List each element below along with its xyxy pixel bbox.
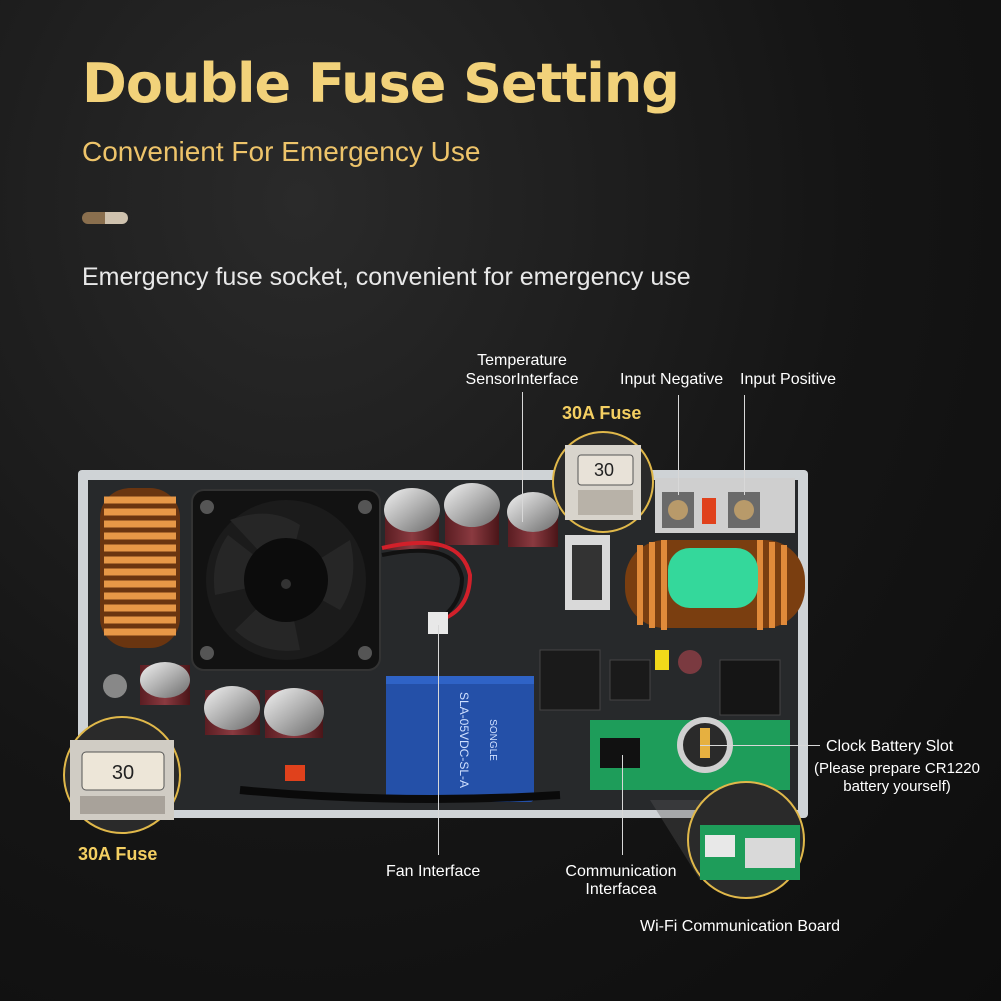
line-input-positive (744, 395, 745, 495)
label-temperature-line1: Temperature (477, 352, 567, 369)
label-fuse-left: 30A Fuse (78, 844, 158, 864)
fuse-inset-top: 30 (552, 431, 654, 533)
line-comm (622, 755, 623, 855)
page-description: Emergency fuse socket, convenient for em… (82, 263, 691, 291)
relay: SLA-05VDC-SL-A SONGLE (386, 676, 534, 802)
line-fan (438, 625, 439, 855)
svg-text:SONGLE: SONGLE (487, 719, 498, 761)
label-clock-note-line1: (Please prepare CR1220 (814, 760, 980, 777)
svg-text:30: 30 (594, 460, 614, 480)
label-comm-line2: Interfacea (585, 881, 657, 898)
label-temperature-line2: SensorInterface (465, 371, 579, 388)
label-fuse-top: 30A Fuse (562, 403, 642, 423)
svg-text:30: 30 (112, 762, 134, 784)
line-temperature (522, 392, 523, 522)
top-capacitors (384, 483, 559, 550)
label-input-positive: Input Positive (740, 371, 837, 388)
divider-pill (82, 212, 128, 224)
left-choke (100, 488, 180, 648)
svg-text:SLA-05VDC-SL-A: SLA-05VDC-SL-A (457, 692, 471, 788)
fuse-inset-left: 30 (63, 716, 181, 834)
cooling-fan (191, 489, 381, 671)
label-clock-battery: Clock Battery Slot (826, 738, 954, 755)
input-terminals (655, 478, 795, 533)
page-title: Double Fuse Setting (82, 52, 680, 115)
wifi-inset (650, 781, 805, 899)
label-clock-note-line2: battery yourself) (843, 778, 951, 795)
fan-connector (428, 612, 448, 634)
right-toroid (625, 540, 805, 630)
line-clock-battery (700, 745, 820, 746)
comm-board (590, 717, 790, 790)
label-input-negative: Input Negative (620, 371, 724, 388)
center-chips (285, 649, 781, 781)
bottom-wire (239, 786, 561, 803)
label-wifi-board: Wi-Fi Communication Board (640, 918, 841, 935)
lower-capacitors (103, 662, 324, 738)
fan-wire (381, 540, 473, 622)
page-subtitle: Convenient For Emergency Use (82, 136, 481, 167)
line-input-negative (678, 395, 679, 495)
label-fan-interface: Fan Interface (386, 863, 481, 880)
label-comm-line1: Communication (565, 863, 677, 880)
